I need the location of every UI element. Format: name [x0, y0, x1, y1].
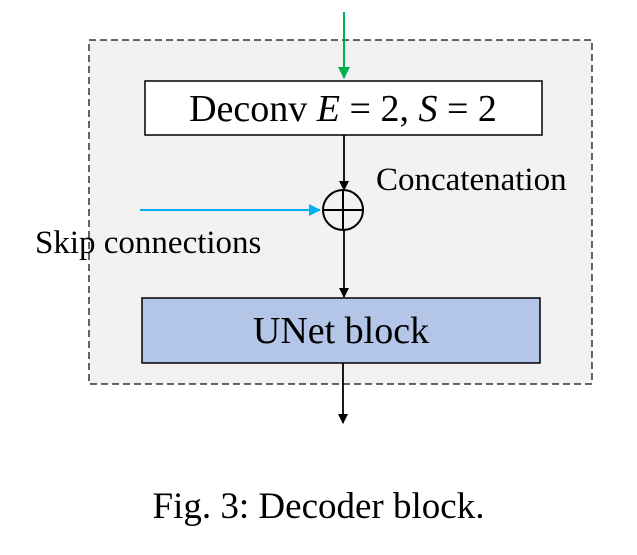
- unet-block-box: [141, 297, 541, 364]
- concatenation-label: Concatenation: [376, 162, 567, 198]
- deconv-label: Deconv E = 2, S = 2: [189, 88, 497, 130]
- deconv-eq2: = 2: [437, 88, 496, 130]
- deconv-var-e: E: [316, 88, 340, 130]
- concatenation-symbol: [322, 189, 364, 231]
- deconv-eq1: = 2,: [340, 88, 418, 130]
- deconv-box: [144, 80, 543, 136]
- deconv-prefix: Deconv: [189, 88, 317, 130]
- deconv-var-s: S: [418, 88, 437, 130]
- skip-connections-label: Skip connections: [35, 225, 261, 261]
- unet-block-label: UNet block: [253, 310, 429, 352]
- figure-caption: Fig. 3: Decoder block.: [152, 486, 485, 527]
